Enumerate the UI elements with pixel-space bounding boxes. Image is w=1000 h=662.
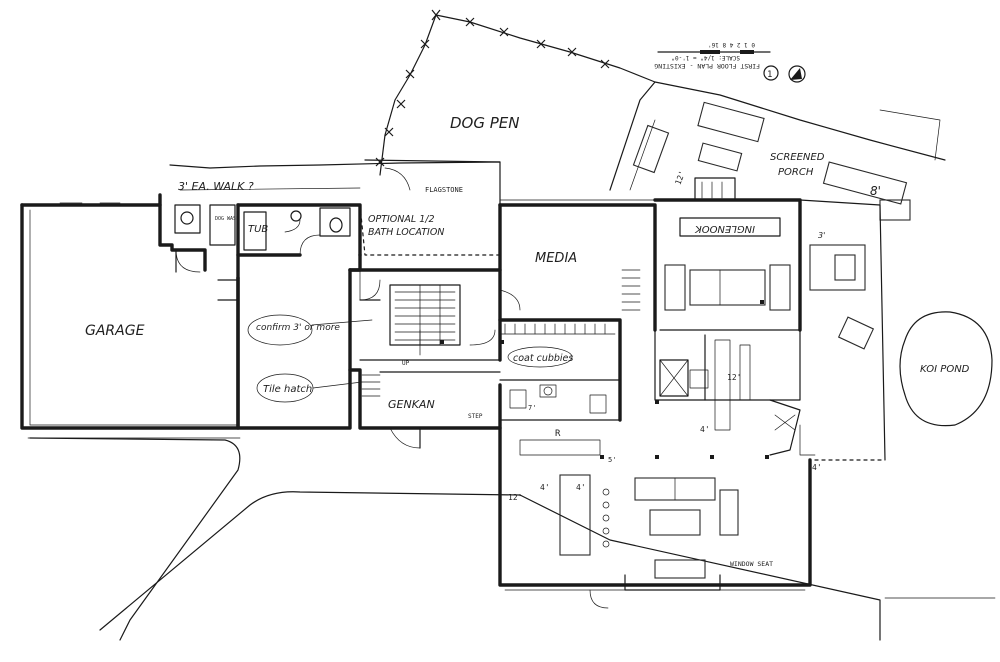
garage-label: GARAGE <box>85 323 145 339</box>
four-c-dim: 4' <box>576 483 586 492</box>
media-room: MEDIA <box>498 199 657 332</box>
media-label: MEDIA <box>535 251 577 266</box>
koi-pond-label: KOI POND <box>920 364 970 375</box>
window-seat-note: WINDOW SEAT <box>730 560 773 568</box>
eight-ft-dim: 8' <box>870 184 881 198</box>
twelve-mid-dim: 12' <box>727 373 741 382</box>
drawing-number: 1 <box>767 70 772 80</box>
scale-bar-labels: 0 1 2 4 8 16' <box>708 41 755 48</box>
up-note: UP <box>402 360 410 367</box>
drawing-scale: SCALE: 1/4" = 1'-0" <box>671 54 740 61</box>
four-a-dim: 4' <box>540 483 550 492</box>
flagstone-label: FLAGSTONE <box>425 186 463 194</box>
r-label: R <box>555 429 561 439</box>
four-d-dim: 4' <box>812 463 822 472</box>
twelve-porch-dim: 12' <box>674 169 687 186</box>
coat-cubbies-note: coat cubbies <box>513 353 573 364</box>
optional-bath-area: FLAGSTONE OPTIONAL 1/2 BATH LOCATION <box>359 159 501 256</box>
living-dining: R 12' 4' 4' WINDOW SEAT 4' 5' <box>498 419 822 609</box>
ea-walk-note: 3' EA. WALK ? <box>178 180 254 193</box>
screened-porch-label-line2: PORCH <box>778 167 814 178</box>
tile-hatch-note: Tile hatch <box>263 384 312 395</box>
optional-bath-note-line1: OPTIONAL 1/2 <box>368 214 435 225</box>
side-hall: confirm 3' or more Tile hatch <box>236 253 373 430</box>
bath-block: TUB <box>236 203 362 280</box>
garage: GARAGE <box>20 202 240 430</box>
title-block: 1 FIRST FLOOR PLAN - EXISTING SCALE: 1/4… <box>654 41 806 83</box>
genkan: GENKAN STEP UP <box>348 329 502 449</box>
step-note: STEP <box>468 413 483 420</box>
dog-pen-label: DOG PEN <box>450 114 520 132</box>
twelve-left-dim: 12' <box>508 493 522 502</box>
koi-pond: KOI POND <box>899 311 993 427</box>
tub-label: TUB <box>248 224 268 235</box>
confirm-note: confirm 3' or more <box>256 323 340 333</box>
dog-pen-fence: DOG PEN <box>375 9 656 176</box>
three-ft-note: 3' <box>818 231 825 240</box>
genkan-label: GENKAN <box>388 398 435 411</box>
coat-cubbies-area: coat cubbies 7' <box>498 318 622 422</box>
stair-core <box>348 268 521 362</box>
inglenook: INGLENOOK <box>653 177 802 332</box>
four-b-dim: 4' <box>700 425 710 434</box>
terrace: 3' <box>799 199 886 461</box>
north-arrow-icon <box>788 65 806 83</box>
inglenook-label: INGLENOOK <box>694 223 755 234</box>
mudroom: DOG WASH <box>158 193 239 273</box>
column-marks <box>440 300 769 459</box>
optional-bath-note-line2: BATH LOCATION <box>368 227 444 238</box>
driveway <box>29 437 996 641</box>
dog-wash-label: DOG WASH <box>215 216 239 222</box>
drawing-title: FIRST FLOOR PLAN - EXISTING <box>654 62 760 70</box>
screened-porch-label-line1: SCREENED <box>770 152 825 163</box>
five-dim: 5' <box>608 456 616 464</box>
seven-ft-dim: 7' <box>528 404 536 412</box>
kitchen-core: 12' 4' <box>654 329 801 456</box>
